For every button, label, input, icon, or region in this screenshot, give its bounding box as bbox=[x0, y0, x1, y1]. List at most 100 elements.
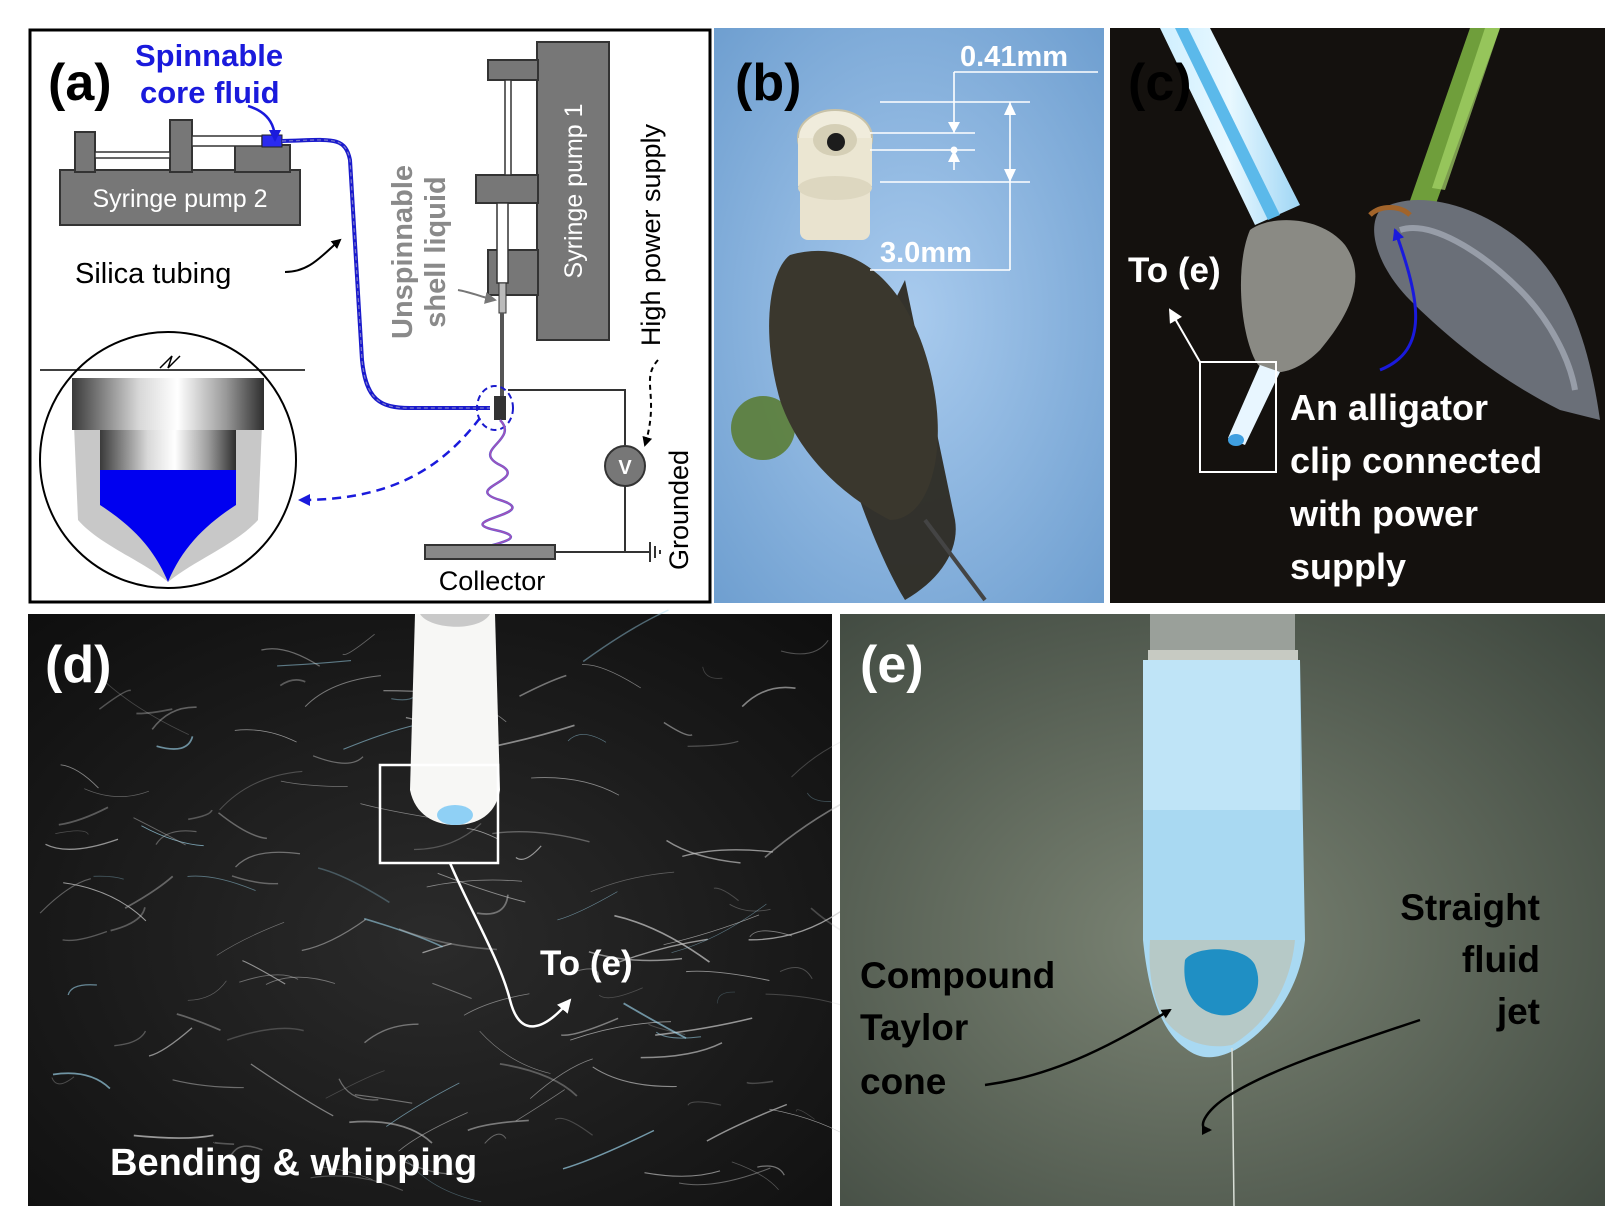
clip-label-3: with power bbox=[1289, 493, 1478, 534]
panel-d-to-e: To (e) bbox=[540, 944, 633, 983]
fiber-streak bbox=[55, 830, 89, 835]
fiber-streak bbox=[317, 867, 390, 904]
fiber-streak bbox=[655, 1017, 753, 1036]
fiber-streak bbox=[795, 1109, 815, 1120]
fiber-streak bbox=[386, 1082, 460, 1127]
panel-e-tag: (e) bbox=[860, 636, 924, 694]
core-fluid-label-1: Spinnable bbox=[135, 38, 283, 73]
fiber-streak bbox=[213, 1141, 235, 1146]
panel-a-tag: (a) bbox=[48, 54, 112, 112]
panel-e-photo: (e) Compound Taylor cone Straight fluid … bbox=[840, 614, 1605, 1207]
fiber-streak bbox=[499, 1063, 578, 1097]
fiber-streak bbox=[682, 849, 774, 858]
fiber-streak bbox=[364, 1023, 419, 1044]
fiber-streak bbox=[405, 1161, 454, 1175]
fiber-streak bbox=[582, 609, 669, 663]
fiber-streak bbox=[437, 872, 526, 903]
fiber-streak bbox=[63, 882, 147, 922]
fiber-streak bbox=[588, 951, 683, 962]
clip-label-4: supply bbox=[1290, 546, 1406, 587]
fiber-streak bbox=[261, 648, 321, 667]
fiber-streak bbox=[484, 1133, 507, 1144]
high-power-supply-label: High power supply bbox=[636, 123, 666, 346]
fiber-streak bbox=[338, 1078, 379, 1101]
fiber-streak bbox=[557, 891, 618, 921]
panel-b-photo: (b) 0.41mm 3.0mm bbox=[714, 28, 1104, 603]
fiber-streak bbox=[60, 764, 99, 789]
fiber-streak bbox=[562, 1129, 655, 1170]
dimension-lines bbox=[870, 71, 1098, 271]
fiber-streak bbox=[426, 879, 523, 888]
fiber-streak bbox=[467, 1119, 529, 1132]
fiber-streak bbox=[349, 1120, 433, 1144]
fiber-streak bbox=[51, 1076, 75, 1085]
fiber-streak bbox=[62, 930, 108, 942]
fiber-streak bbox=[156, 736, 194, 750]
fiber-streak bbox=[277, 660, 352, 667]
panel-c-tag: (c) bbox=[1128, 54, 1192, 112]
fiber-streak bbox=[644, 1170, 721, 1177]
jet-label-1: Straight bbox=[1400, 887, 1540, 928]
silica-tubing-label: Silica tubing bbox=[75, 258, 231, 290]
grounded-label: Grounded bbox=[664, 450, 694, 570]
fiber-streak bbox=[234, 729, 297, 743]
fiber-streak bbox=[561, 1017, 619, 1036]
fiber-streak bbox=[570, 1021, 672, 1041]
fiber-streak bbox=[729, 903, 771, 912]
dim-inner-label: 0.41mm bbox=[960, 41, 1068, 73]
fiber-streak bbox=[519, 674, 567, 697]
fiber-streak bbox=[406, 1158, 482, 1203]
fiber-streak bbox=[250, 1063, 334, 1117]
fiber-streak bbox=[310, 1175, 404, 1192]
panel-c-photo: (c) To (e) An alligator clip connected w… bbox=[1110, 28, 1605, 603]
fiber-streak bbox=[363, 917, 443, 948]
fiber-streak bbox=[172, 1079, 244, 1089]
fiber-streak bbox=[231, 875, 279, 885]
fiber-streak bbox=[531, 777, 620, 796]
fiber-streak bbox=[554, 1117, 593, 1136]
fiber-streak bbox=[176, 1013, 221, 1031]
fiber-streak bbox=[280, 780, 348, 787]
fiber-streak bbox=[780, 640, 829, 655]
fiber-streak bbox=[746, 1080, 774, 1085]
panel-d-zoom-box bbox=[378, 763, 500, 865]
syringe-pump-1-label: Syringe pump 1 bbox=[560, 103, 588, 278]
fiber-streak bbox=[413, 822, 482, 851]
spinneret-highlight bbox=[476, 385, 514, 431]
fiber-streak bbox=[717, 991, 736, 1004]
fiber-streak bbox=[713, 887, 739, 902]
bending-whipping-label: Bending & whipping bbox=[110, 1142, 477, 1184]
fiber-streak bbox=[110, 907, 146, 932]
voltmeter-label: V bbox=[618, 457, 632, 479]
fiber-streak bbox=[614, 914, 710, 963]
fiber-streak bbox=[148, 1027, 193, 1057]
spinneret-inset bbox=[39, 331, 305, 589]
fiber-streak bbox=[52, 1072, 111, 1090]
fiber-streak bbox=[235, 851, 301, 868]
fiber-streak bbox=[604, 938, 708, 969]
fiber-streak bbox=[741, 686, 796, 708]
fiber-streak bbox=[45, 838, 119, 850]
fiber-streak bbox=[706, 1103, 788, 1142]
fiber-streak bbox=[265, 976, 336, 985]
syringe-pump-2 bbox=[59, 119, 301, 226]
fiber-streak bbox=[141, 825, 204, 847]
fiber-streak bbox=[515, 845, 542, 860]
fiber-streak bbox=[592, 1066, 677, 1088]
fiber-streak bbox=[749, 930, 793, 938]
fiber-streak bbox=[671, 903, 767, 953]
taylor-cone-label-2: Taylor bbox=[860, 1007, 968, 1048]
fiber-streak bbox=[242, 960, 286, 985]
panel-d-photo: (d) To (e) Bending & whipping bbox=[28, 609, 907, 1206]
fiber-streak bbox=[312, 755, 364, 764]
fiber-streak bbox=[136, 708, 173, 715]
fiber-streak bbox=[104, 681, 189, 735]
fiber-streak bbox=[581, 664, 641, 689]
fiber-streak bbox=[663, 914, 760, 946]
fiber-streak bbox=[219, 770, 303, 811]
fiber-streak bbox=[133, 817, 186, 846]
fiber-streak bbox=[239, 974, 299, 983]
fiber-streak bbox=[590, 871, 675, 893]
fiber-streak bbox=[515, 1089, 565, 1122]
